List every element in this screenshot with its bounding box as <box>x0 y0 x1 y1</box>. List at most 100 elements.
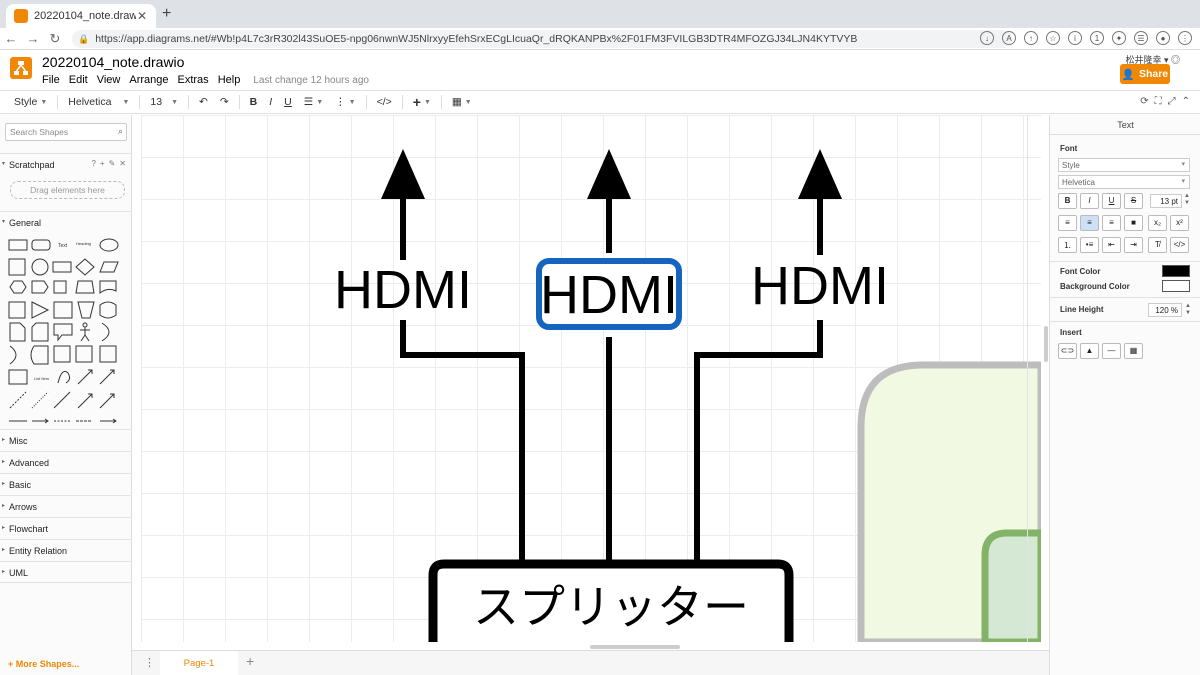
align-right-icon[interactable]: ≡ <box>1102 215 1121 231</box>
back-icon[interactable]: ← <box>4 31 18 46</box>
strikethrough-button[interactable]: S <box>1124 193 1143 209</box>
general-shapes-grid[interactable]: Text Heading <box>8 237 124 427</box>
outdent-icon[interactable]: ⇤ <box>1102 237 1121 253</box>
numbered-list-icon[interactable]: ⒈ <box>1058 237 1077 253</box>
search-shapes-input[interactable]: Search Shapes ⌕ <box>5 123 127 141</box>
insert-icon[interactable]: +▼ <box>412 94 431 110</box>
sync-icon[interactable]: ⟳ <box>1140 96 1149 107</box>
sidebar-section-flowchart[interactable]: Flowchart <box>0 517 132 539</box>
profile-icon[interactable]: ● <box>1156 31 1170 45</box>
info-icon[interactable]: i <box>1068 31 1082 45</box>
search-icon[interactable]: ⌕ <box>117 126 123 136</box>
fit-icon[interactable]: ⛶ <box>1154 96 1162 107</box>
bullet-list-icon[interactable]: •≡ <box>1080 237 1099 253</box>
align-icon[interactable]: ☰▼ <box>303 96 324 108</box>
undo-icon[interactable]: ↶ <box>199 96 208 108</box>
user-name[interactable]: 松井隆幸 ▾ ◎ <box>1125 55 1180 65</box>
sidebar-section-arrows[interactable]: Arrows <box>0 495 132 517</box>
edit-icon[interactable]: ✎ <box>108 159 116 168</box>
font-dropdown[interactable]: Helvetica▼ <box>62 96 135 108</box>
bold-button[interactable]: B <box>1058 193 1077 209</box>
document-title[interactable]: 20220104_note.drawio <box>42 54 185 70</box>
font-color-swatch[interactable] <box>1162 265 1190 277</box>
close-icon[interactable]: ✕ <box>136 9 148 23</box>
share-button[interactable]: 👤 Share <box>1120 64 1170 84</box>
splitter-label[interactable]: スプリッター <box>473 581 749 633</box>
help-icon[interactable]: ? <box>91 159 96 168</box>
justify-icon[interactable]: ■ <box>1124 215 1143 231</box>
password-icon[interactable]: 1 <box>1090 31 1104 45</box>
italic-button[interactable]: I <box>1080 193 1099 209</box>
globe-icon[interactable]: ◎ <box>1170 55 1180 65</box>
font-family-select[interactable]: Helvetica <box>1058 175 1190 189</box>
line-height-input[interactable]: 120 % <box>1148 303 1182 317</box>
forward-icon[interactable]: → <box>26 31 40 46</box>
font-size-stepper[interactable]: ▲▼ <box>1184 193 1190 206</box>
sidebar-section-misc[interactable]: Misc <box>0 429 132 451</box>
diagram-canvas[interactable]: HDMI HDMI HDMI スプリッター <box>141 115 1041 642</box>
format-tab-text[interactable]: Text <box>1050 115 1200 135</box>
star-icon[interactable]: ☆ <box>1046 31 1060 45</box>
page-tab[interactable]: Page-1 <box>160 651 238 675</box>
underline-button[interactable]: U <box>1102 193 1121 209</box>
reload-icon[interactable]: ↻ <box>49 30 61 46</box>
indent-icon[interactable]: ⇥ <box>1124 237 1143 253</box>
table-icon[interactable]: ▦▼ <box>451 96 472 108</box>
more-shapes-button[interactable]: + More Shapes... <box>8 659 80 669</box>
fullscreen-icon[interactable]: ⤢ <box>1167 96 1176 107</box>
arrow-up-icon[interactable] <box>381 149 425 199</box>
hdmi-label-center[interactable]: HDMI <box>540 265 678 325</box>
insert-table-icon[interactable]: ▦ <box>1124 343 1143 359</box>
menu-extras[interactable]: Extras <box>177 74 209 86</box>
arrow-up-icon[interactable] <box>798 149 842 199</box>
redo-icon[interactable]: ↷ <box>219 96 229 108</box>
pages-menu-icon[interactable]: ⋮ <box>144 657 155 669</box>
sidebar-section-uml[interactable]: UML <box>0 561 132 583</box>
hdmi-label-left[interactable]: HDMI <box>334 260 472 320</box>
browser-tab[interactable]: 20220104_note.drawio - diagr ✕ <box>6 4 156 28</box>
translate-icon[interactable]: A <box>1002 31 1016 45</box>
url-field[interactable]: 🔒 https://app.diagrams.net/#Wb!p4L7c3rR3… <box>72 30 1012 48</box>
background-color-swatch[interactable] <box>1162 280 1190 292</box>
scratchpad-dropzone[interactable]: Drag elements here <box>10 181 125 199</box>
align-center-icon[interactable]: ≡ <box>1080 215 1099 231</box>
bold-icon[interactable]: B <box>249 96 258 108</box>
scratchpad-section[interactable]: Scratchpad ? + ✎ ✕ <box>0 153 132 175</box>
sidebar-section-entity-relation[interactable]: Entity Relation <box>0 539 132 561</box>
menu-view[interactable]: View <box>96 74 121 86</box>
underline-icon[interactable]: U <box>284 96 292 108</box>
style-dropdown[interactable]: Style▼ <box>8 96 53 108</box>
insert-link-icon[interactable]: ⊂⊃ <box>1058 343 1077 359</box>
more-format-icon[interactable]: ⋮▼ <box>335 96 356 108</box>
add-icon[interactable]: + <box>99 159 105 168</box>
download-icon[interactable]: ↓ <box>980 31 994 45</box>
font-style-select[interactable]: Style <box>1058 158 1190 172</box>
hdmi-label-right[interactable]: HDMI <box>751 256 889 316</box>
more-icon[interactable]: ⋮ <box>1178 31 1192 45</box>
insert-image-icon[interactable]: ▲ <box>1080 343 1099 359</box>
html-icon[interactable]: </> <box>1170 237 1189 253</box>
sidebar-section-advanced[interactable]: Advanced <box>0 451 132 473</box>
insert-line-icon[interactable]: — <box>1102 343 1121 359</box>
html-icon[interactable]: </> <box>376 96 392 108</box>
sidebar-section-basic[interactable]: Basic <box>0 473 132 495</box>
vertical-scrollbar[interactable] <box>1044 326 1048 362</box>
subscript-icon[interactable]: x₂ <box>1148 215 1167 231</box>
close-icon[interactable]: ✕ <box>119 159 126 168</box>
new-tab-icon[interactable]: + <box>162 5 172 22</box>
font-size-input[interactable]: 13 pt <box>1150 194 1182 208</box>
clear-format-icon[interactable]: T̸ <box>1148 237 1167 253</box>
menu-arrange[interactable]: Arrange <box>129 74 169 86</box>
font-size-dropdown[interactable]: 13▼ <box>144 96 184 108</box>
selected-label-frame[interactable] <box>536 258 682 330</box>
collapse-icon[interactable]: ⌃ <box>1181 96 1190 107</box>
italic-icon[interactable]: I <box>269 96 273 108</box>
add-page-icon[interactable]: + <box>246 653 255 669</box>
last-change-status[interactable]: Last change 12 hours ago <box>253 75 369 86</box>
menu-icon[interactable]: ☰ <box>1134 31 1148 45</box>
menu-file[interactable]: File <box>42 74 60 86</box>
share-page-icon[interactable]: ↑ <box>1024 31 1038 45</box>
align-left-icon[interactable]: ≡ <box>1058 215 1077 231</box>
horizontal-scrollbar[interactable] <box>590 645 680 649</box>
general-section[interactable]: General <box>0 211 132 233</box>
